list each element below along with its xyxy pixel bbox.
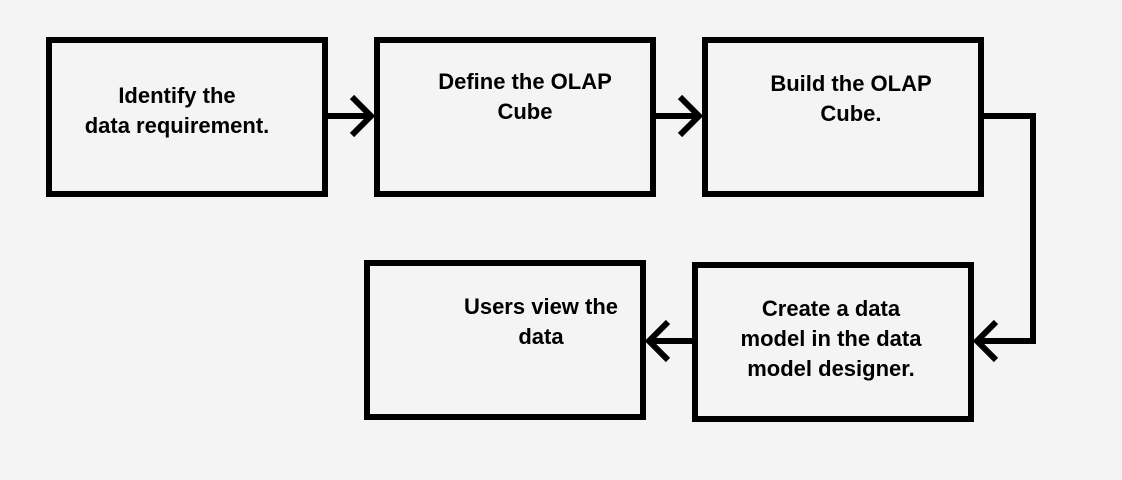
arrow-step5-to-step4 xyxy=(644,319,692,363)
step-box-users-view-data: Users view the data xyxy=(364,260,646,420)
step-box-build-olap-cube: Build the OLAP Cube. xyxy=(702,37,984,197)
step-label: Build the OLAP Cube. xyxy=(770,71,932,126)
connector-step3-to-step5 xyxy=(972,113,1036,363)
step-label: Users view the data xyxy=(463,294,619,349)
arrow-step1-to-step2 xyxy=(328,94,376,138)
step-label: Create a data model in the data model de… xyxy=(740,296,922,381)
step-box-define-olap-cube: Define the OLAP Cube xyxy=(374,37,656,197)
arrow-step2-to-step3 xyxy=(656,94,704,138)
step-label: Identify the data requirement. xyxy=(84,83,270,138)
step-box-identify-data-requirement: Identify the data requirement. xyxy=(46,37,328,197)
step-box-create-data-model: Create a data model in the data model de… xyxy=(692,262,974,422)
step-label: Define the OLAP Cube xyxy=(438,69,612,124)
